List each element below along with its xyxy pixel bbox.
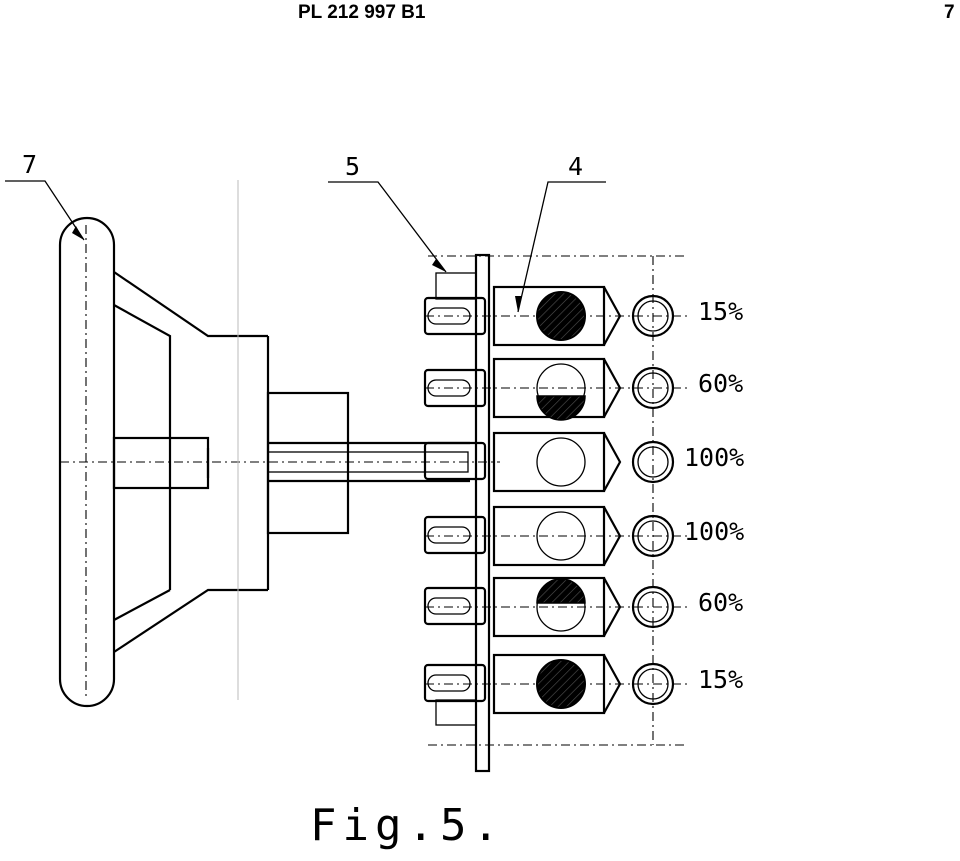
nozzle-row: 15% xyxy=(423,653,743,715)
callout-label: 7 xyxy=(22,150,37,179)
nozzle-row: 100% xyxy=(423,431,744,493)
nozzle-row: 60% xyxy=(423,357,743,421)
nozzle-percent-label: 100% xyxy=(684,443,744,472)
nozzle-rows: 15% 60% 100% xyxy=(423,285,744,715)
page-number: 7 xyxy=(944,2,955,23)
document-number: PL 212 997 B1 xyxy=(298,2,426,23)
nozzle-percent-label: 60% xyxy=(698,588,743,617)
nozzle-percent-label: 60% xyxy=(698,369,743,398)
nozzle-row: 15% xyxy=(423,285,743,347)
nozzle-row: 60% xyxy=(423,576,743,638)
figure-caption: Fig.5. xyxy=(310,800,505,851)
wheel-part-7 xyxy=(58,180,500,708)
callout-label: 5 xyxy=(345,152,360,181)
callout-7: 7 xyxy=(5,150,85,241)
nozzle-row: 100% xyxy=(423,505,744,567)
callout-4: 4 xyxy=(515,152,606,313)
callout-label: 4 xyxy=(568,152,583,181)
nozzle-percent-label: 100% xyxy=(684,517,744,546)
nozzle-percent-label: 15% xyxy=(698,665,743,694)
callout-5: 5 xyxy=(328,152,447,273)
nozzle-percent-label: 15% xyxy=(698,297,743,326)
